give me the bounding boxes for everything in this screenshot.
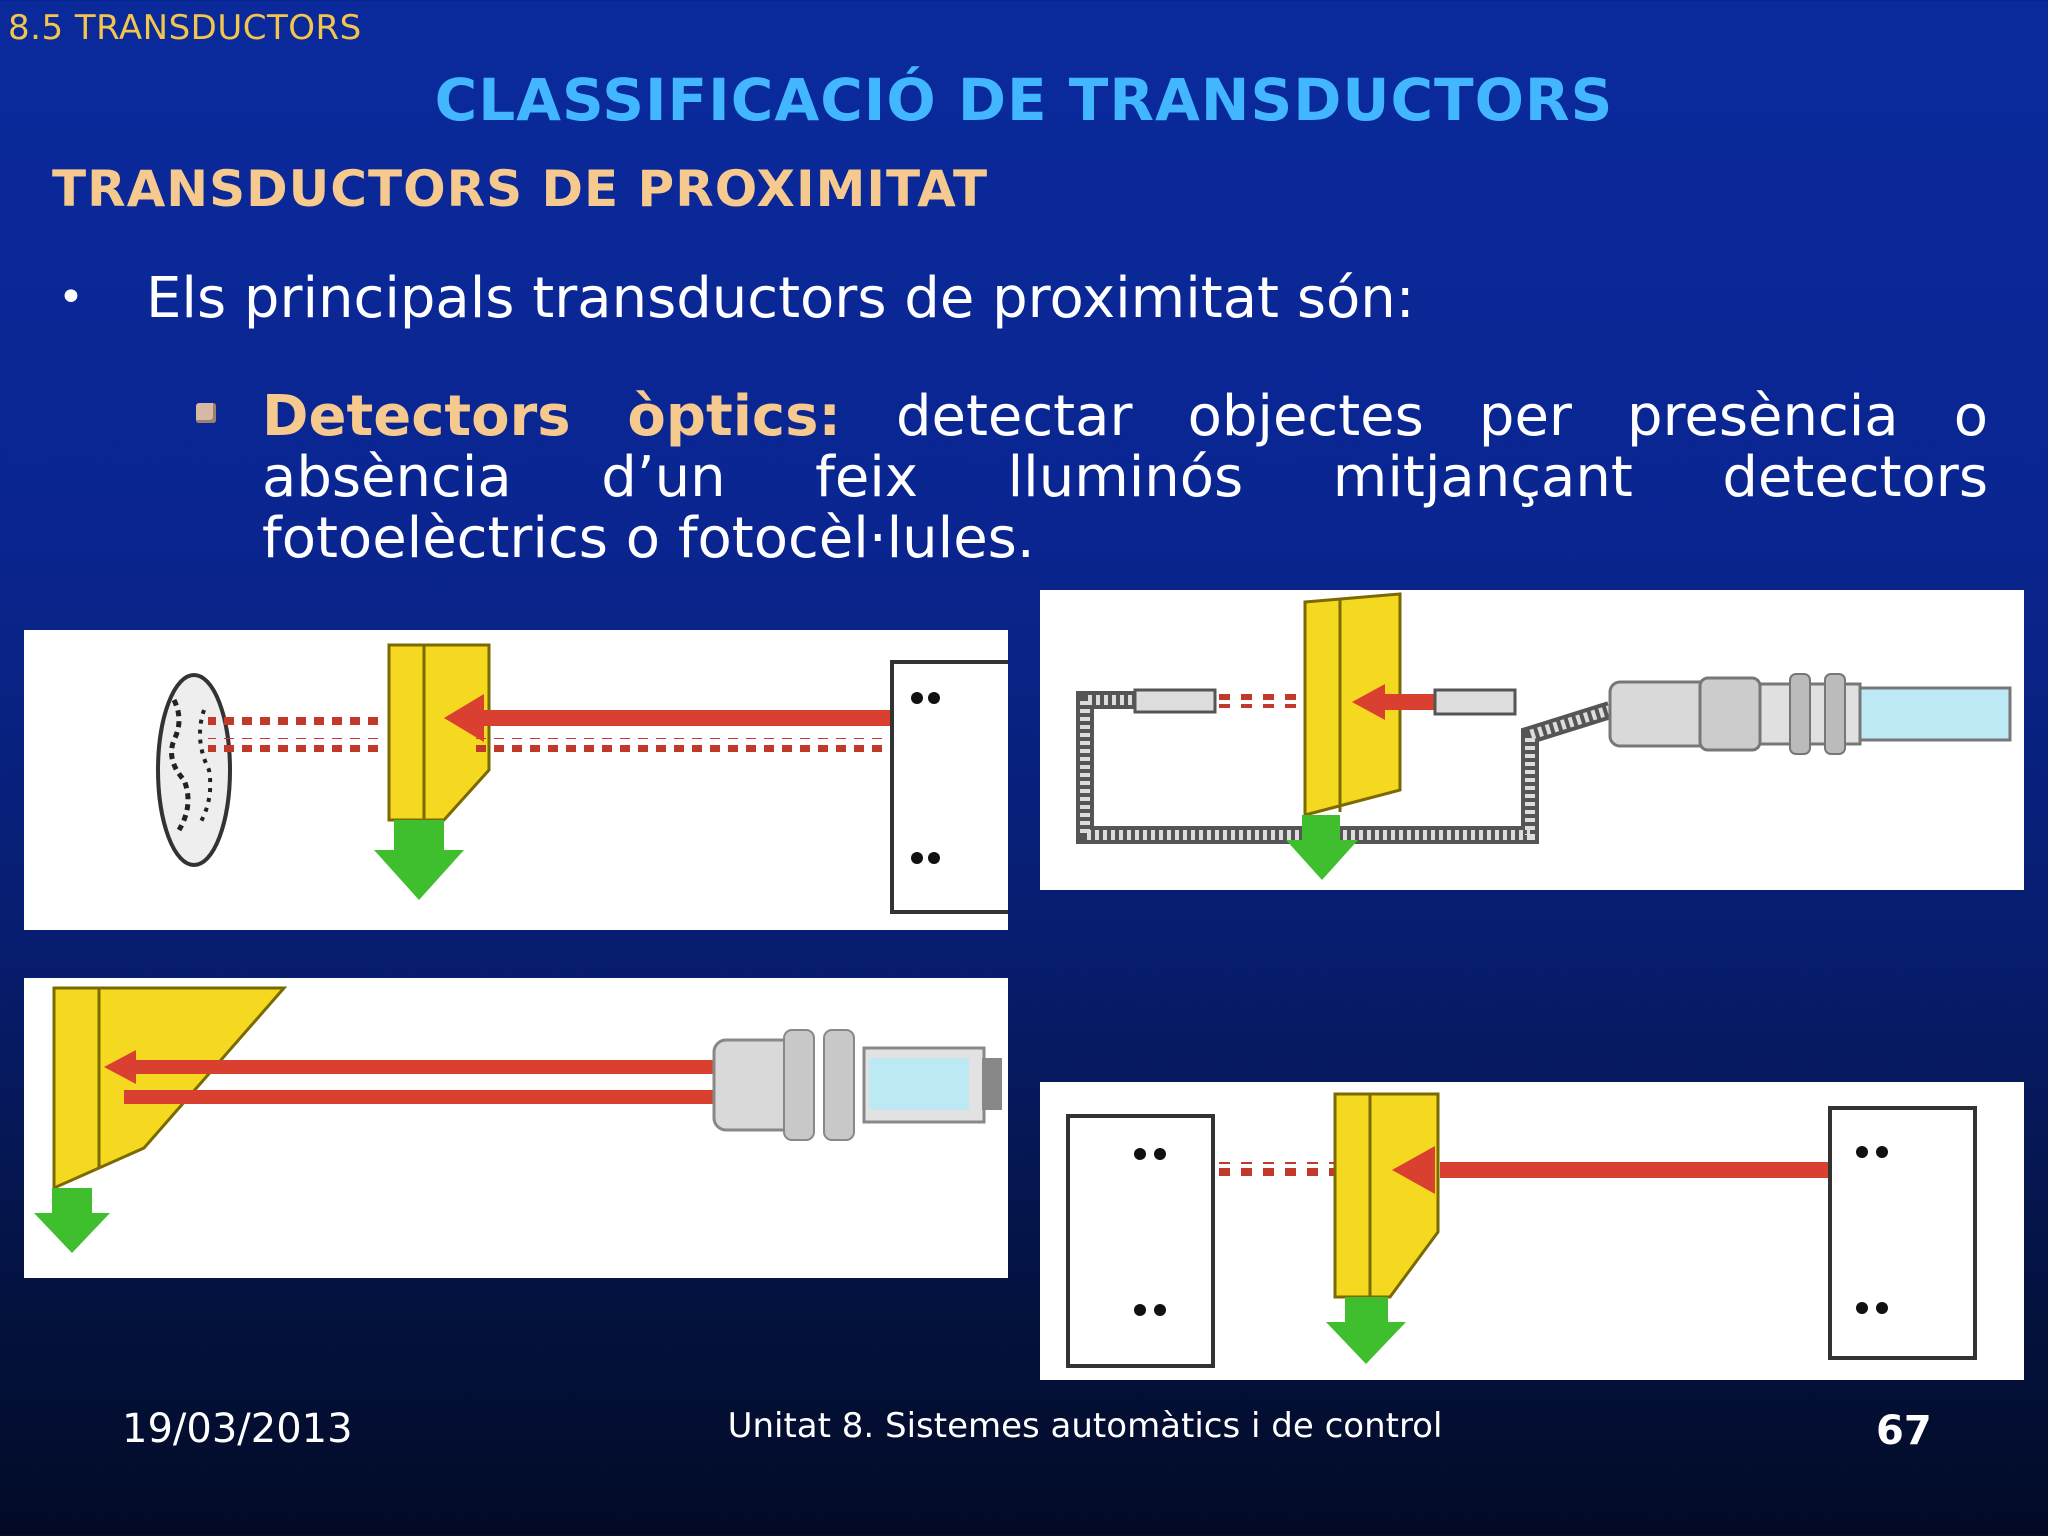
sub-bullet-marker xyxy=(196,403,216,423)
bullet-text: Els principals transductors de proximita… xyxy=(146,266,1415,331)
page-number: 67 xyxy=(1876,1408,1932,1454)
sub-bullet-paragraph: Detectors òptics: detectar objectes per … xyxy=(262,386,1988,569)
diffuse-reflection-diagram-icon xyxy=(34,986,1002,1253)
footer-date: 19/03/2013 xyxy=(122,1406,353,1452)
fiber-optic-diagram-icon xyxy=(1076,592,2012,880)
through-beam-diagram-icon xyxy=(1066,1092,1977,1368)
reflector-emitter-diagram-icon xyxy=(156,643,1008,914)
bullet-marker: • xyxy=(58,272,84,323)
sub-bullet-label: Detectors òptics: xyxy=(262,384,841,449)
slide-subtitle: TRANSDUCTORS DE PROXIMITAT xyxy=(52,160,989,218)
slide-title: CLASSIFICACIÓ DE TRANSDUCTORS xyxy=(434,66,1614,134)
sub-bullet-text: detectar objectes per presència o absènc… xyxy=(262,384,1988,571)
diffuse-reflection-diagram xyxy=(24,978,1008,1278)
footer-unit-title: Unitat 8. Sistemes automàtics i de contr… xyxy=(727,1406,1443,1446)
reflector-barrier-diagram xyxy=(24,630,1008,930)
through-beam-diagram xyxy=(1040,1082,2024,1380)
fiber-optic-diagram xyxy=(1040,590,2024,890)
section-label: 8.5 TRANSDUCTORS xyxy=(8,8,362,48)
